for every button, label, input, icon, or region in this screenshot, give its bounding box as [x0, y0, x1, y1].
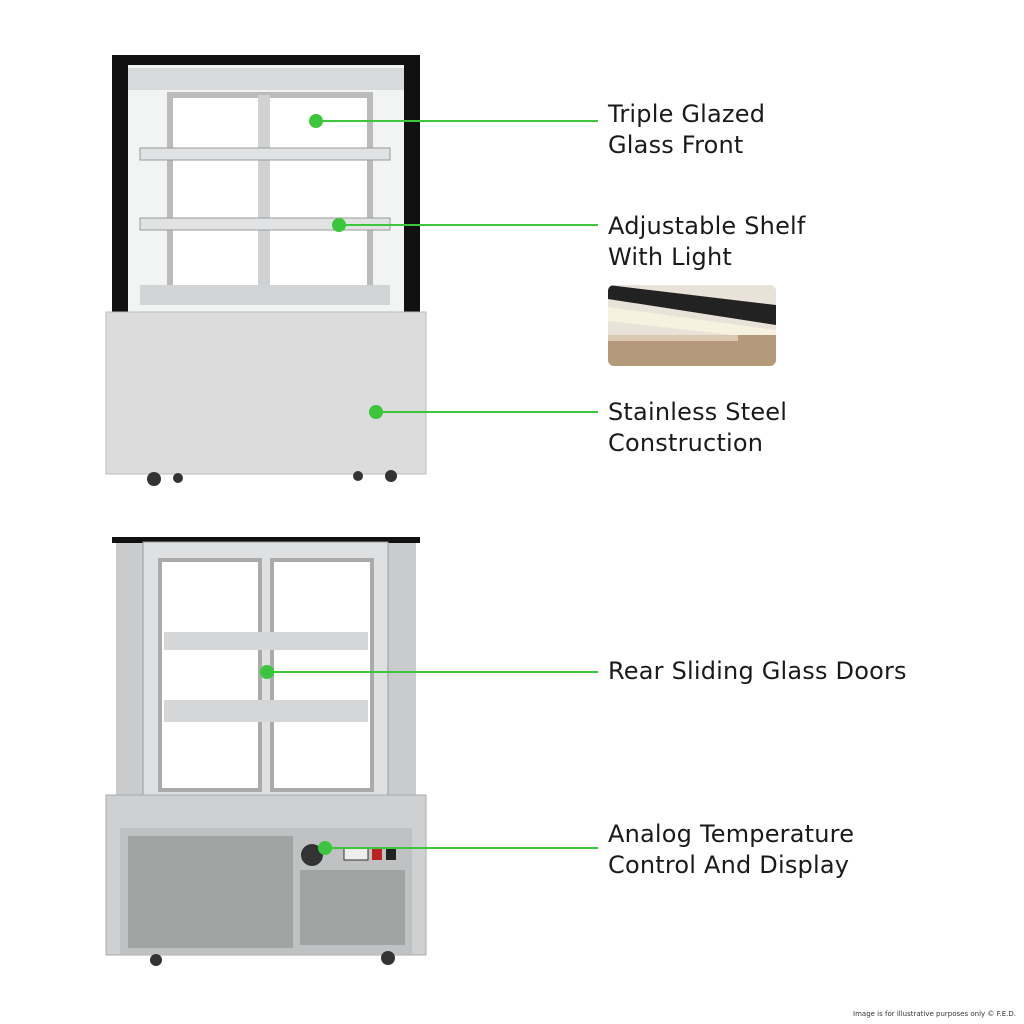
- feature-line: Control And Display: [608, 851, 850, 879]
- feature-label-stainless-steel: Stainless Steel Construction: [608, 397, 787, 459]
- feature-line: Analog Temperature: [608, 820, 855, 848]
- callout-line-temperature: [325, 847, 598, 849]
- callout-dot-glass: [309, 114, 323, 128]
- feature-label-temperature-control: Analog Temperature Control And Display: [608, 819, 854, 881]
- callout-dot-temperature: [318, 841, 332, 855]
- callout-line-shelf: [339, 224, 598, 226]
- feature-line: Glass Front: [608, 131, 744, 159]
- callout-dot-steel: [369, 405, 383, 419]
- feature-label-glass-front: Triple Glazed Glass Front: [608, 99, 765, 161]
- feature-line: Adjustable Shelf: [608, 212, 806, 240]
- feature-line: With Light: [608, 243, 733, 271]
- feature-line: Triple Glazed: [608, 100, 766, 128]
- callout-dot-doors: [260, 665, 274, 679]
- feature-label-adjustable-shelf: Adjustable Shelf With Light: [608, 211, 806, 273]
- disclaimer-footer: Image is for illustrative purposes only …: [853, 1010, 1016, 1018]
- feature-line: Rear Sliding Glass Doors: [608, 657, 907, 685]
- feature-line: Construction: [608, 429, 764, 457]
- callout-line-doors: [267, 671, 598, 673]
- feature-label-sliding-doors: Rear Sliding Glass Doors: [608, 656, 907, 687]
- front-view-cabinet: [105, 55, 427, 486]
- rear-view-cabinet: [105, 537, 427, 966]
- callout-dot-shelf: [332, 218, 346, 232]
- callout-line-steel: [376, 411, 598, 413]
- shelf-light-inset-image: [608, 285, 776, 366]
- callout-line-glass: [316, 120, 598, 122]
- feature-line: Stainless Steel: [608, 398, 788, 426]
